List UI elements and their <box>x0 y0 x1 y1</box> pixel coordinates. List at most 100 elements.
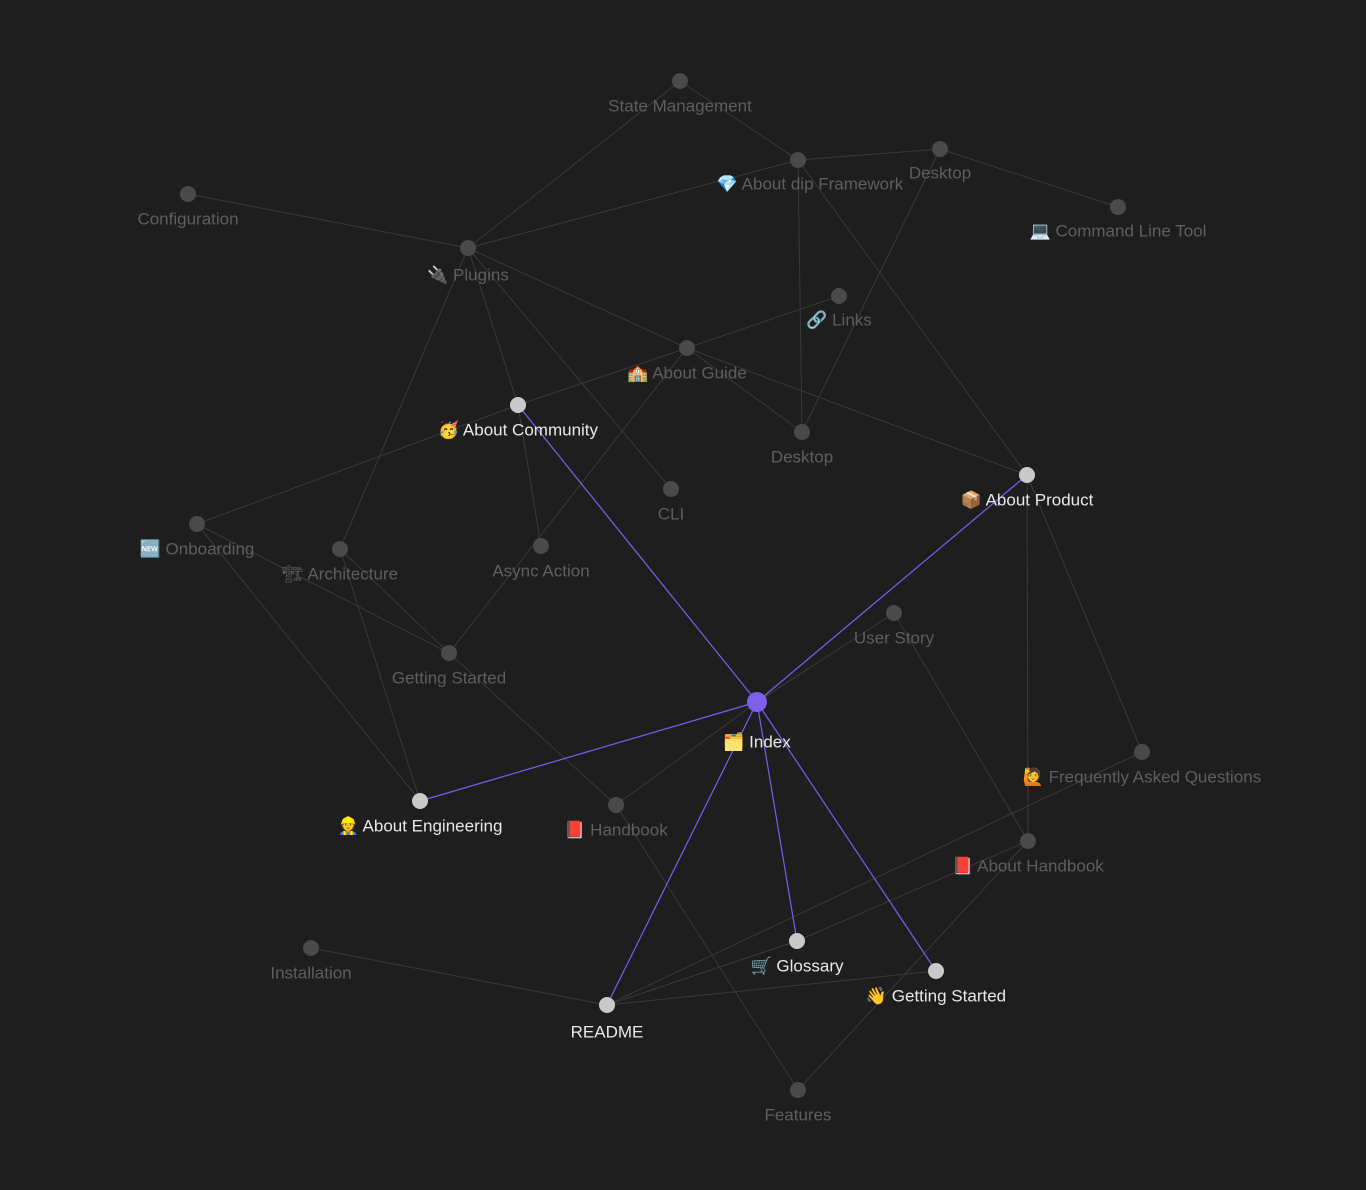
node-label-async-action: Async Action <box>492 561 589 580</box>
edge-architecture-to-getting-started-dim <box>339 548 450 654</box>
node-label-about-product: 📦 About Product <box>961 489 1094 509</box>
node-label-about-dip-framework: 💎 About dip Framework <box>717 174 904 193</box>
edge-readme-to-glossary <box>606 940 798 1006</box>
node-about-product[interactable]: 📦 About Product <box>961 467 1094 509</box>
node-label-links: 🔗 Links <box>806 309 872 330</box>
edge-readme-to-getting-started-hl <box>606 970 937 1006</box>
node-dot-faq[interactable] <box>1134 744 1150 760</box>
node-dot-about-dip-framework[interactable] <box>790 152 806 168</box>
node-label-glossary: 🛒 Glossary <box>751 955 844 975</box>
node-dot-async-action[interactable] <box>533 538 549 554</box>
edge-onboarding-to-about-engineering <box>196 523 421 802</box>
node-dot-about-product[interactable] <box>1019 467 1035 483</box>
edge-about-community-to-async-action <box>517 404 542 547</box>
edge-configuration-to-plugins <box>187 193 469 249</box>
edge-user-story-to-about-handbook <box>893 612 1029 842</box>
node-getting-started-hl[interactable]: 👋 Getting Started <box>866 963 1006 1006</box>
node-label-configuration: Configuration <box>137 209 238 228</box>
node-user-story[interactable]: User Story <box>854 605 935 647</box>
node-about-guide[interactable]: 🏫 About Guide <box>627 340 747 382</box>
node-cli[interactable]: CLI <box>658 481 684 523</box>
node-plugins[interactable]: 🔌 Plugins <box>427 240 509 284</box>
edge-about-handbook-to-glossary <box>796 840 1029 942</box>
edge-index-to-about-community <box>517 404 758 703</box>
node-desktop-mid[interactable]: Desktop <box>771 424 833 466</box>
node-desktop-top[interactable]: Desktop <box>909 141 971 182</box>
node-label-architecture: 🏗 Architecture <box>282 564 398 583</box>
node-dot-glossary[interactable] <box>789 933 805 949</box>
node-dot-getting-started-hl[interactable] <box>928 963 944 979</box>
node-dot-index[interactable] <box>747 692 767 712</box>
edge-plugins-to-about-community <box>467 247 519 406</box>
node-label-installation: Installation <box>270 963 351 982</box>
node-onboarding[interactable]: 🆕 Onboarding <box>140 516 255 558</box>
edge-desktop-top-to-command-line-tool <box>939 148 1119 208</box>
node-about-engineering[interactable]: 👷 About Engineering <box>338 793 503 835</box>
node-glossary[interactable]: 🛒 Glossary <box>751 933 844 975</box>
node-dot-readme[interactable] <box>599 997 615 1013</box>
node-label-handbook: 📕 Handbook <box>564 820 668 839</box>
node-command-line-tool[interactable]: 💻 Command Line Tool <box>1030 199 1207 240</box>
node-label-about-guide: 🏫 About Guide <box>627 363 746 382</box>
edge-plugins-to-architecture <box>339 247 469 550</box>
edge-about-guide-to-desktop-mid <box>686 347 803 433</box>
node-dot-architecture[interactable] <box>332 541 348 557</box>
node-label-features: Features <box>764 1105 831 1124</box>
edge-handbook-to-index <box>615 701 758 806</box>
edge-plugins-to-cli <box>467 247 672 490</box>
node-label-plugins: 🔌 Plugins <box>427 264 509 284</box>
node-dot-about-guide[interactable] <box>679 340 695 356</box>
node-dot-onboarding[interactable] <box>189 516 205 532</box>
node-dot-configuration[interactable] <box>180 186 196 202</box>
node-installation[interactable]: Installation <box>270 940 352 982</box>
edge-index-to-readme <box>606 701 758 1006</box>
node-dot-links[interactable] <box>831 288 847 304</box>
node-features[interactable]: Features <box>764 1082 832 1124</box>
node-label-about-handbook: 📕 About Handbook <box>952 856 1104 875</box>
edge-onboarding-to-getting-started-dim <box>196 523 450 654</box>
node-faq[interactable]: 🙋 Frequently Asked Questions <box>1023 744 1262 786</box>
edge-about-guide-to-about-community <box>517 347 688 406</box>
node-about-handbook[interactable]: 📕 About Handbook <box>952 833 1104 875</box>
node-handbook[interactable]: 📕 Handbook <box>564 797 668 839</box>
node-state-management[interactable]: State Management <box>608 73 752 115</box>
node-dot-installation[interactable] <box>303 940 319 956</box>
node-dot-plugins[interactable] <box>460 240 476 256</box>
node-links[interactable]: 🔗 Links <box>806 288 872 330</box>
node-dot-about-handbook[interactable] <box>1020 833 1036 849</box>
node-dot-features[interactable] <box>790 1082 806 1098</box>
node-readme[interactable]: README <box>571 997 644 1041</box>
node-about-dip-framework[interactable]: 💎 About dip Framework <box>717 152 904 193</box>
node-dot-cli[interactable] <box>663 481 679 497</box>
node-about-community[interactable]: 🥳 About Community <box>438 397 599 439</box>
node-configuration[interactable]: Configuration <box>137 186 239 228</box>
node-dot-desktop-mid[interactable] <box>794 424 810 440</box>
edge-desktop-top-to-desktop-mid <box>801 148 941 433</box>
node-dot-state-management[interactable] <box>672 73 688 89</box>
node-dot-desktop-top[interactable] <box>932 141 948 157</box>
edge-about-dip-framework-to-about-product <box>797 159 1028 476</box>
node-label-cli: CLI <box>658 504 684 523</box>
edge-about-guide-to-links <box>686 295 840 349</box>
node-label-desktop-top: Desktop <box>909 163 971 182</box>
node-async-action[interactable]: Async Action <box>492 538 590 580</box>
node-getting-started-dim[interactable]: Getting Started <box>392 645 506 687</box>
edge-index-to-about-product <box>756 474 1028 703</box>
node-dot-getting-started-dim[interactable] <box>441 645 457 661</box>
node-dot-user-story[interactable] <box>886 605 902 621</box>
node-label-faq: 🙋 Frequently Asked Questions <box>1023 766 1262 786</box>
node-dot-command-line-tool[interactable] <box>1110 199 1126 215</box>
node-dot-about-community[interactable] <box>510 397 526 413</box>
node-architecture[interactable]: 🏗 Architecture <box>282 541 398 583</box>
node-label-getting-started-hl: 👋 Getting Started <box>866 986 1006 1006</box>
node-dot-handbook[interactable] <box>608 797 624 813</box>
graph-nodes: State Management💎 About dip FrameworkDes… <box>137 73 1261 1124</box>
edge-about-handbook-to-features <box>797 840 1029 1091</box>
node-dot-about-engineering[interactable] <box>412 793 428 809</box>
node-label-onboarding: 🆕 Onboarding <box>140 538 255 558</box>
node-label-index: 🗂️ Index <box>723 731 791 751</box>
graph-edges <box>187 80 1143 1091</box>
node-index[interactable]: 🗂️ Index <box>723 692 791 751</box>
